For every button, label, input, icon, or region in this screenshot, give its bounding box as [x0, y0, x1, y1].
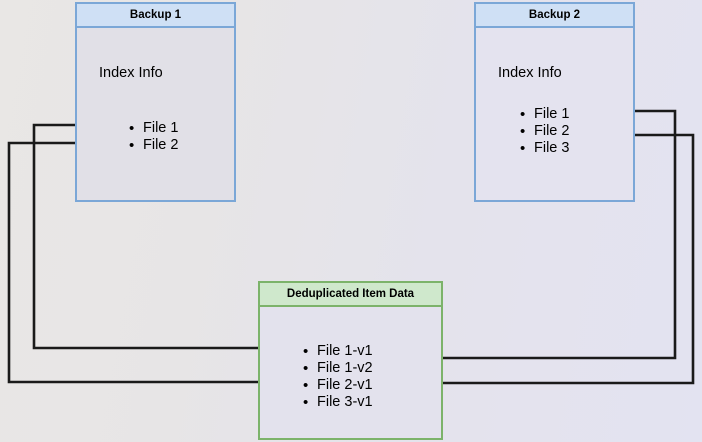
list-item: File 1: [520, 106, 569, 123]
list-item: File 1-v1: [303, 343, 373, 360]
backup2-index-label: Index Info: [498, 65, 562, 81]
backup1-file-list: File 1 File 2: [129, 120, 178, 154]
dedup-item-list: File 1-v1 File 1-v2 File 2-v1 File 3-v1: [303, 343, 373, 411]
list-item: File 2: [520, 123, 569, 140]
dedup-title: Deduplicated Item Data: [260, 283, 441, 307]
backup2-box: Backup 2 Index Info File 1 File 2 File 3: [474, 2, 635, 202]
backup1-body: Index Info File 1 File 2: [77, 28, 234, 200]
list-item: File 1: [129, 120, 178, 137]
backup1-box: Backup 1 Index Info File 1 File 2: [75, 2, 236, 202]
dedup-box: Deduplicated Item Data File 1-v1 File 1-…: [258, 281, 443, 440]
list-item: File 2-v1: [303, 377, 373, 394]
backup1-index-label: Index Info: [99, 65, 163, 81]
list-item: File 3: [520, 140, 569, 157]
backup2-title: Backup 2: [476, 4, 633, 28]
list-item: File 3-v1: [303, 394, 373, 411]
backup2-file-list: File 1 File 2 File 3: [520, 106, 569, 157]
dedup-body: File 1-v1 File 1-v2 File 2-v1 File 3-v1: [260, 307, 441, 438]
list-item: File 2: [129, 137, 178, 154]
list-item: File 1-v2: [303, 360, 373, 377]
backup2-body: Index Info File 1 File 2 File 3: [476, 28, 633, 200]
backup1-title: Backup 1: [77, 4, 234, 28]
